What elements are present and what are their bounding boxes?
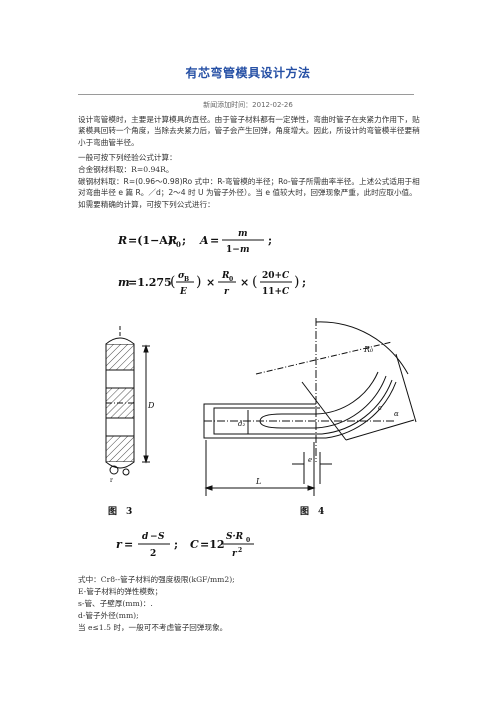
svg-text:d₂: d₂ — [238, 420, 245, 428]
svg-text:A: A — [199, 234, 209, 247]
svg-text:−: − — [150, 532, 158, 542]
svg-text:r: r — [232, 549, 238, 559]
svg-text:D: D — [147, 401, 155, 410]
svg-text:;: ; — [302, 276, 306, 289]
svg-text:m: m — [238, 229, 248, 239]
def-springback-note: 当 e≤1.5 时，一般可不考虑管子回弹现象。 — [78, 623, 228, 632]
carbon-steel-rule: 碳钢材料取：R=(0.96～0.98)Ro 式中：R-弯管模的半径；Ro-管子所… — [78, 177, 420, 209]
svg-text:E: E — [179, 287, 187, 297]
svg-text:L: L — [255, 477, 261, 486]
figure-3-label: 图 3 — [108, 506, 132, 517]
svg-text:α: α — [394, 410, 399, 418]
article-title: 有芯弯管模具设计方法 — [185, 66, 311, 80]
svg-text:=: = — [210, 234, 219, 247]
svg-text:;: ; — [268, 234, 272, 247]
svg-text:(: ( — [170, 274, 175, 290]
svg-text:C: C — [282, 271, 290, 281]
svg-text:m: m — [240, 245, 250, 255]
def-elastic: E-管子材料的弹性模数； — [78, 587, 163, 596]
svg-text:×: × — [206, 276, 215, 289]
svg-text:=: = — [124, 538, 133, 551]
formula-intro: 一般可按下列经验公式计算： — [78, 153, 177, 162]
intro-paragraph: 设计弯管模时，主要是计算模具的直径。由于管子材料都有一定弹性，弯曲时管子在夹紧力… — [78, 115, 420, 147]
svg-text:r: r — [110, 477, 113, 484]
def-wall: s-管、子壁厚(mm)：. — [78, 599, 153, 608]
svg-text:R: R — [117, 234, 127, 247]
svg-text:C: C — [282, 287, 290, 297]
svg-text:0: 0 — [246, 537, 250, 544]
svg-text:r: r — [224, 287, 230, 297]
svg-text:0: 0 — [176, 240, 181, 249]
svg-text:0: 0 — [229, 276, 233, 283]
svg-text:2: 2 — [238, 547, 242, 554]
svg-text:r: r — [116, 538, 123, 551]
svg-text:R: R — [167, 234, 177, 247]
svg-text:R: R — [221, 271, 230, 281]
svg-text:d: d — [142, 532, 149, 542]
svg-text:S: S — [158, 532, 165, 542]
svg-text:S·R: S·R — [226, 532, 244, 542]
svg-text:11+: 11+ — [262, 287, 282, 297]
svg-text:e: e — [308, 456, 312, 464]
svg-text:20+: 20+ — [262, 271, 282, 281]
svg-text:): ) — [196, 274, 201, 290]
svg-text:;: ; — [174, 538, 178, 551]
svg-text:(: ( — [252, 274, 257, 290]
publish-date: 新闻添加时间：2012-02-26 — [203, 101, 293, 109]
figure-4-label: 图 4 — [300, 506, 324, 517]
svg-text:=1.275: =1.275 — [128, 276, 172, 289]
svg-text:C: C — [190, 538, 199, 551]
svg-text:=12: =12 — [200, 538, 225, 551]
formula-image-1: R =(1−A) R 0 ; A = m 1− m ; m =1.275 ( σ… — [117, 229, 306, 297]
svg-text:;: ; — [182, 234, 186, 247]
svg-text:1−: 1− — [226, 245, 240, 255]
svg-text:B: B — [184, 276, 189, 283]
svg-text:2: 2 — [150, 549, 156, 559]
svg-text:m: m — [118, 276, 130, 289]
svg-text:): ) — [294, 274, 299, 290]
svg-text:σ: σ — [178, 271, 185, 281]
svg-text:c: c — [378, 404, 382, 412]
title-divider — [78, 94, 414, 95]
svg-text:×: × — [240, 276, 249, 289]
def-diameter: d-管子外径(mm); — [78, 611, 139, 620]
svg-text:=(1−A): =(1−A) — [128, 234, 173, 247]
alloy-steel-rule: 合金钢材料取：R=0.94R。 — [78, 165, 174, 174]
svg-text:R₀: R₀ — [363, 345, 374, 354]
figure-3-4-drawing: D r d₂ R₀ α c e — [105, 318, 417, 517]
formula-image-2: r = d − S 2 ; C =12 S·R 0 r 2 — [116, 532, 254, 559]
def-strength: 式中：Cr8--管子材料的强度极限(kGF/mm2); — [78, 575, 235, 584]
